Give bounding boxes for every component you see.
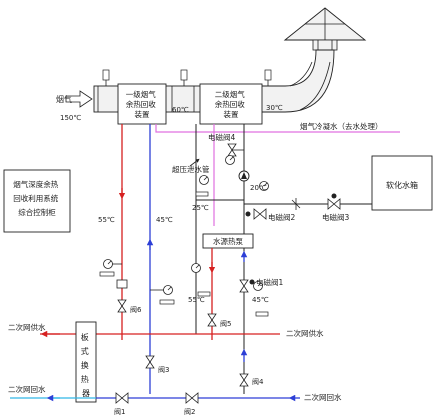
valve-1-label: 阀1 xyxy=(114,407,125,416)
thermometer-icon xyxy=(264,69,272,86)
solenoid-valve-2-label: 电磁阀2 xyxy=(268,212,295,222)
valve-5-icon[interactable] xyxy=(207,313,217,327)
solenoid-valve-4-label: 电磁阀4 xyxy=(208,132,235,142)
pressure-gauge-icon xyxy=(259,181,269,191)
circulation-pump-icon[interactable] xyxy=(238,170,250,182)
secondary-heat-recovery-unit xyxy=(199,83,263,125)
valve-1-icon[interactable] xyxy=(115,392,129,404)
secondary-supply-right-label: 二次网供水 xyxy=(286,328,324,338)
valve-2-label: 阀2 xyxy=(184,407,195,416)
secondary-return-left-label: 二次网回水 xyxy=(8,384,46,394)
thermometer-icon xyxy=(159,299,175,305)
secondary-return-right-label: 二次网回水 xyxy=(304,392,342,402)
pressure-gauge-icon xyxy=(103,259,122,269)
thermometer-icon xyxy=(102,69,110,86)
pressure-gauge-icon xyxy=(191,263,201,273)
flue-out-temp: 30℃ xyxy=(266,104,283,112)
valve-3-label: 阀3 xyxy=(158,365,169,374)
heat-pump-label: 水源热泵 xyxy=(213,236,243,246)
solenoid-valve-1-label: 电磁阀1 xyxy=(256,277,283,287)
flue-gas-label: 烟气 xyxy=(56,94,72,104)
solenoid-valve-3-label: 电磁阀3 xyxy=(322,212,349,222)
valve-2-icon[interactable] xyxy=(185,392,199,404)
pressure-gauge-icon xyxy=(199,175,209,185)
thermometer-icon xyxy=(195,191,209,197)
primary-heat-recovery-unit xyxy=(117,83,167,125)
condensate-pipe xyxy=(155,124,400,133)
thermometer-icon xyxy=(99,271,115,277)
solenoid-valve-2-icon[interactable] xyxy=(245,208,267,220)
softened-water-tank-label: 软化水箱 xyxy=(386,180,418,190)
secondary-heat-recovery-label: 二级烟气 余热回收 装置 xyxy=(215,89,247,119)
loop-cold-temp: 25℃ xyxy=(192,204,209,212)
pressure-gauge-icon xyxy=(253,281,263,291)
pressure-gauge-icon xyxy=(225,155,235,165)
check-valve-icon xyxy=(291,198,301,210)
flue-in-temp: 150℃ xyxy=(60,114,81,122)
softened-water-tank xyxy=(371,155,433,211)
valve-3-icon[interactable] xyxy=(145,355,155,369)
valve-4-icon[interactable] xyxy=(239,373,249,387)
control-cabinet xyxy=(3,169,71,233)
thermometer-icon xyxy=(197,291,211,297)
relief-pipe-label: 超压泄水管 xyxy=(172,164,210,174)
primary-heat-recovery-label: 一级烟气 余热回收 装置 xyxy=(126,89,158,119)
left-cold-temp: 45℃ xyxy=(156,216,173,224)
control-cabinet-label: 烟气深度余热 回收利用系统 综合控制柜 xyxy=(13,179,60,217)
water-source-heat-pump xyxy=(202,233,254,249)
condensate-label: 烟气冷凝水（去水处理） xyxy=(300,121,383,131)
flue-gas-inlet-arrow xyxy=(65,90,93,108)
loop-hot-temp: 20℃ xyxy=(250,184,267,192)
flue-duct-elbow xyxy=(262,49,335,113)
pressure-gauge-icon xyxy=(150,285,173,295)
valve-6-label: 阀6 xyxy=(130,305,142,314)
pump-in-temp: 45℃ xyxy=(252,296,269,304)
valve-5-label: 阀5 xyxy=(220,319,231,328)
left-hot-temp: 55℃ xyxy=(98,216,115,224)
solenoid-valve-4-icon[interactable] xyxy=(227,143,244,157)
secondary-supply-left-label: 二次网供水 xyxy=(8,322,46,332)
pump-out-temp: 55℃ xyxy=(188,296,205,304)
thermometer-icon xyxy=(180,69,188,86)
solenoid-valve-1-icon[interactable] xyxy=(239,279,255,293)
valve-4-label: 阀4 xyxy=(252,377,264,386)
plate-heat-exchanger-label: 板 式 换 热 器 xyxy=(81,332,92,398)
plate-heat-exchanger xyxy=(75,321,97,403)
valve-6-icon[interactable] xyxy=(116,279,128,313)
relief-pipe-pointer xyxy=(189,158,200,167)
between-units-temp: 60℃ xyxy=(172,106,189,114)
solenoid-valve-3-icon[interactable] xyxy=(327,193,341,210)
chimney-hood xyxy=(283,7,367,51)
thermometer-icon xyxy=(255,311,269,317)
